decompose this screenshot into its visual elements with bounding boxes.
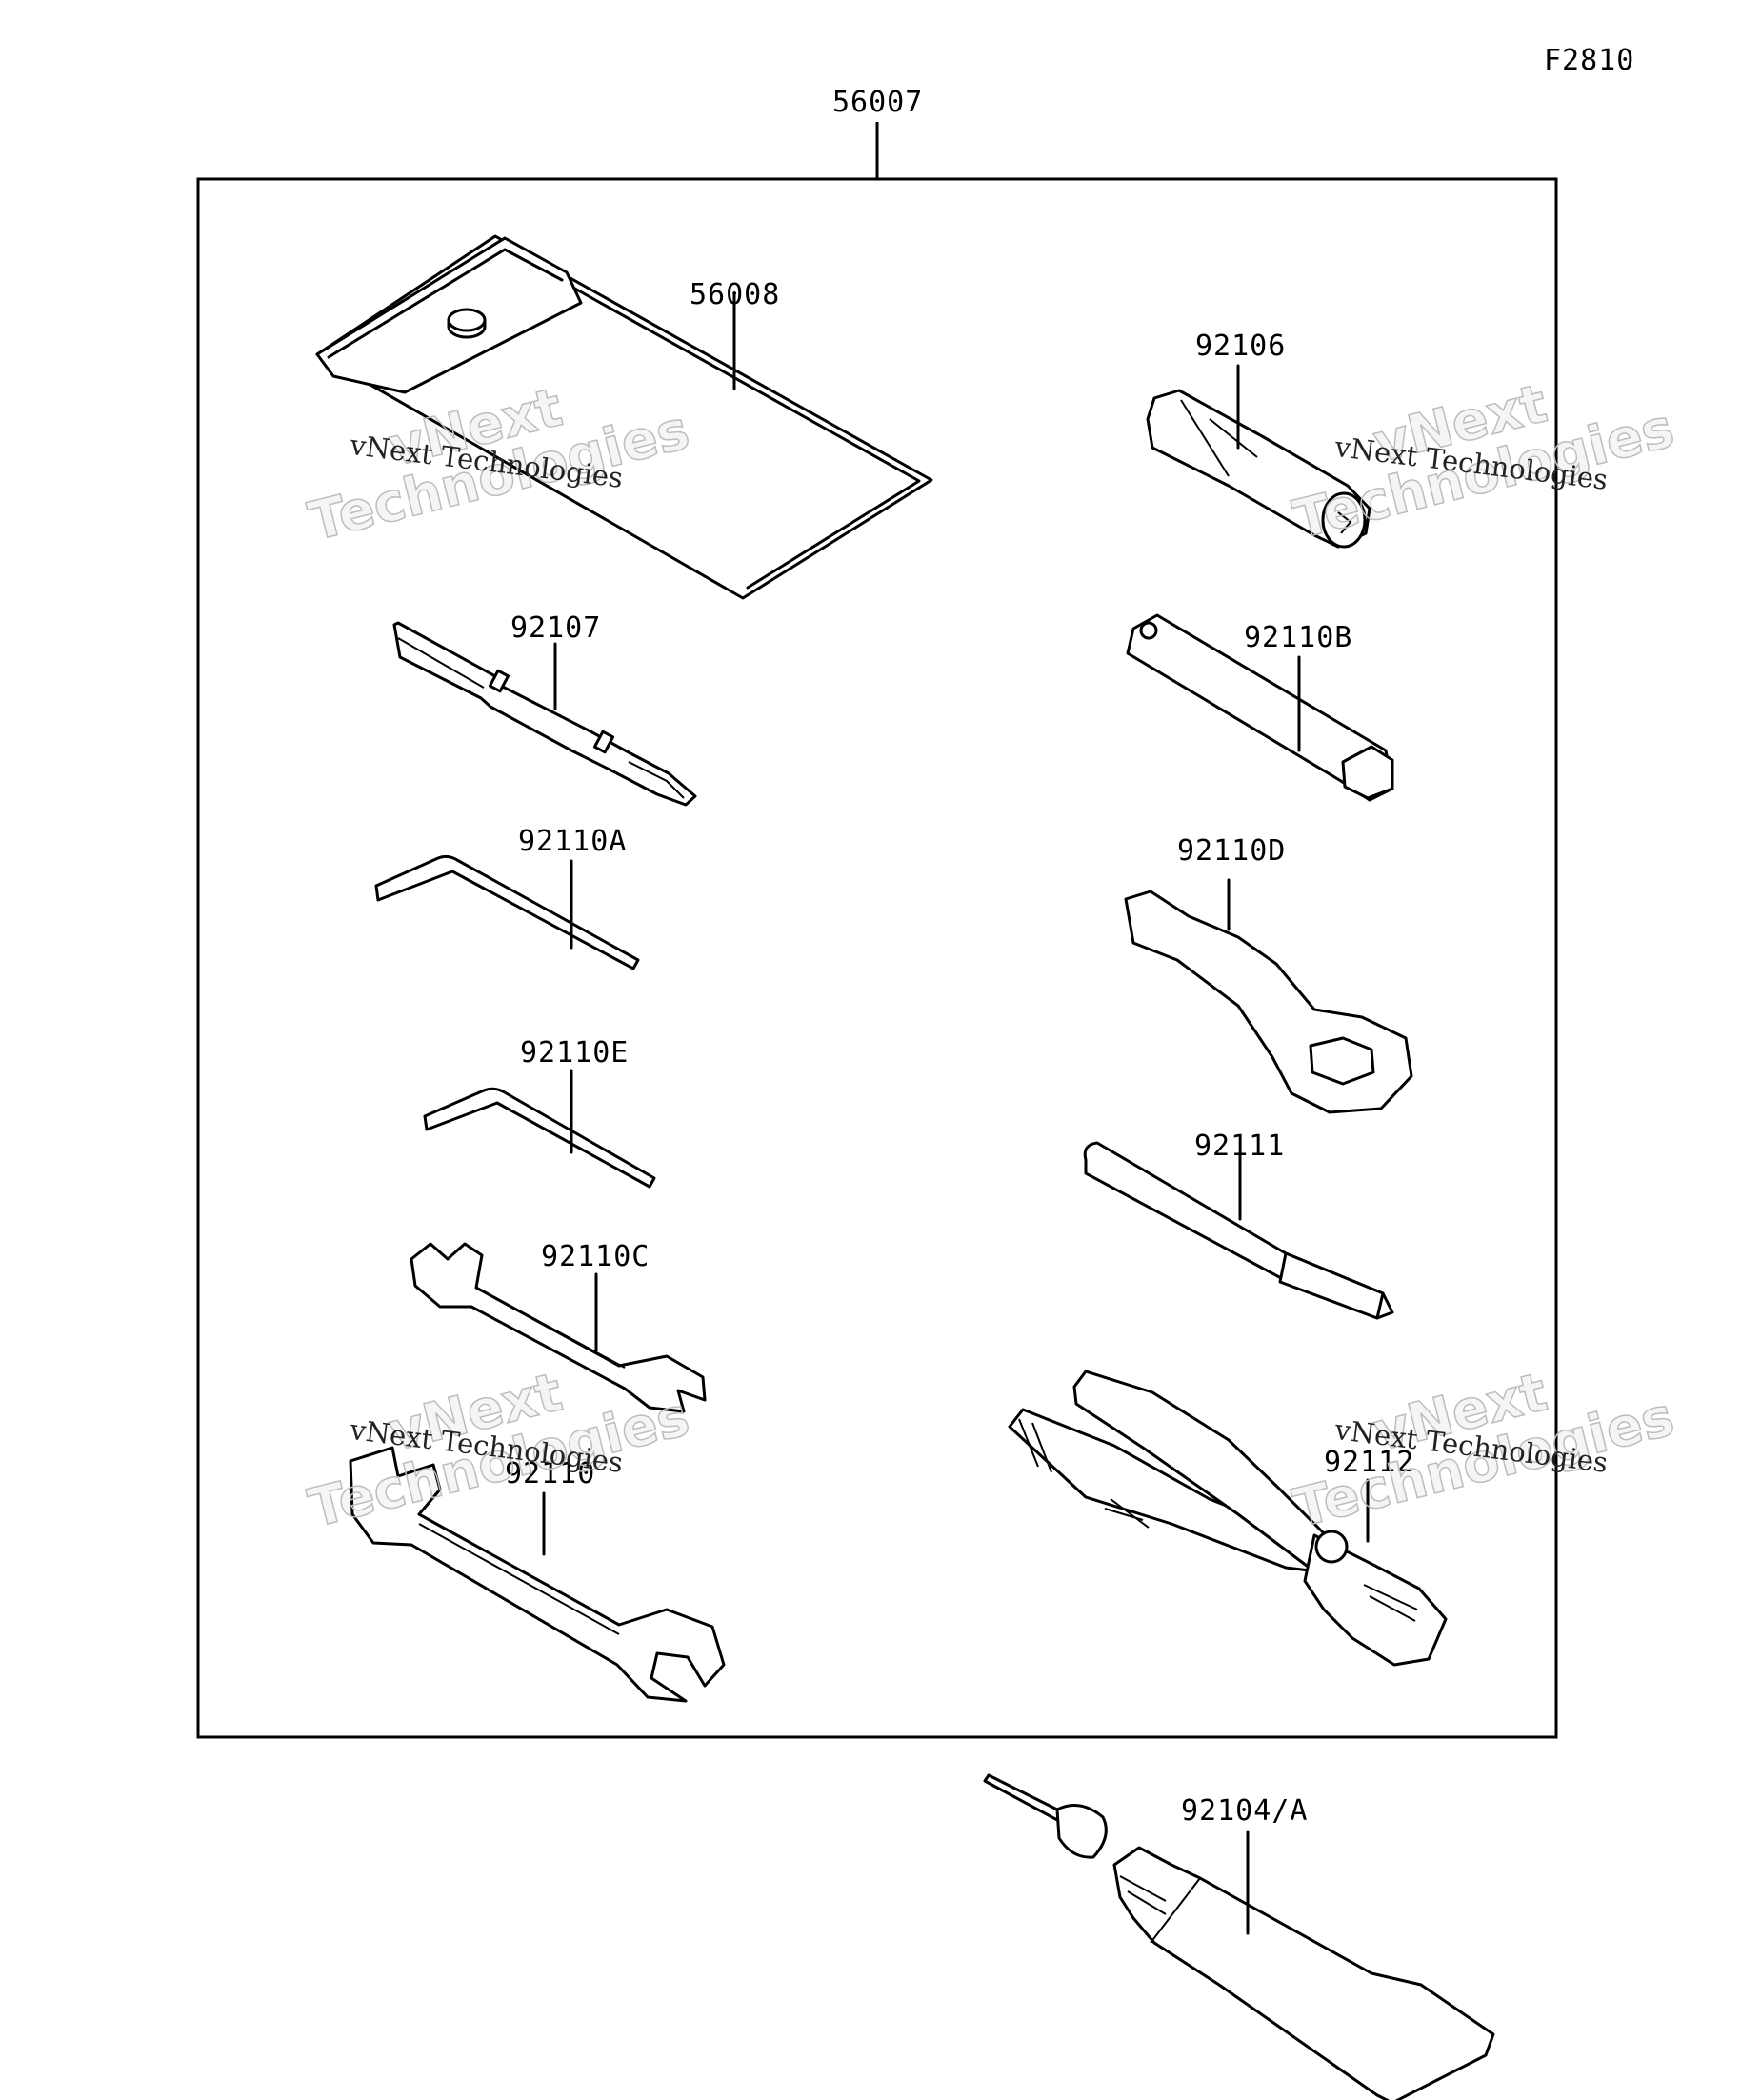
valve-tube-92104A — [983, 1773, 1495, 2100]
part-label-92107[interactable]: 92107 — [510, 611, 602, 645]
part-label-92110A[interactable]: 92110A — [518, 825, 628, 858]
tool-pouch-56008 — [315, 234, 933, 600]
ring-spanner-92110D — [1124, 878, 1413, 1114]
part-label-56008[interactable]: 56008 — [690, 278, 781, 311]
wrench-92110 — [349, 1446, 726, 1703]
screwdriver-92107 — [392, 621, 697, 807]
pliers-92112 — [1008, 1370, 1448, 1667]
wrench-92110C — [410, 1242, 707, 1413]
part-label-92112[interactable]: 92112 — [1324, 1446, 1415, 1479]
part-label-92110C[interactable]: 92110C — [541, 1240, 650, 1273]
figure-code: F2810 — [1544, 44, 1635, 77]
part-label-92110B[interactable]: 92110B — [1244, 621, 1353, 654]
part-label-92111[interactable]: 92111 — [1194, 1130, 1286, 1163]
bar-92111 — [1083, 1141, 1394, 1320]
box-tube-92110B — [1126, 613, 1394, 802]
hex-key-92110E — [423, 1069, 656, 1189]
part-label-92104A[interactable]: 92104/A — [1181, 1794, 1309, 1828]
plug-socket-92106 — [1146, 364, 1371, 549]
part-label-92110[interactable]: 92110 — [505, 1457, 596, 1490]
part-label-92110D[interactable]: 92110D — [1177, 834, 1287, 868]
hex-key-92110A — [374, 854, 640, 970]
part-label-92110E[interactable]: 92110E — [520, 1036, 630, 1070]
part-label-56007[interactable]: 56007 — [832, 86, 924, 119]
part-label-92106[interactable]: 92106 — [1195, 330, 1287, 363]
